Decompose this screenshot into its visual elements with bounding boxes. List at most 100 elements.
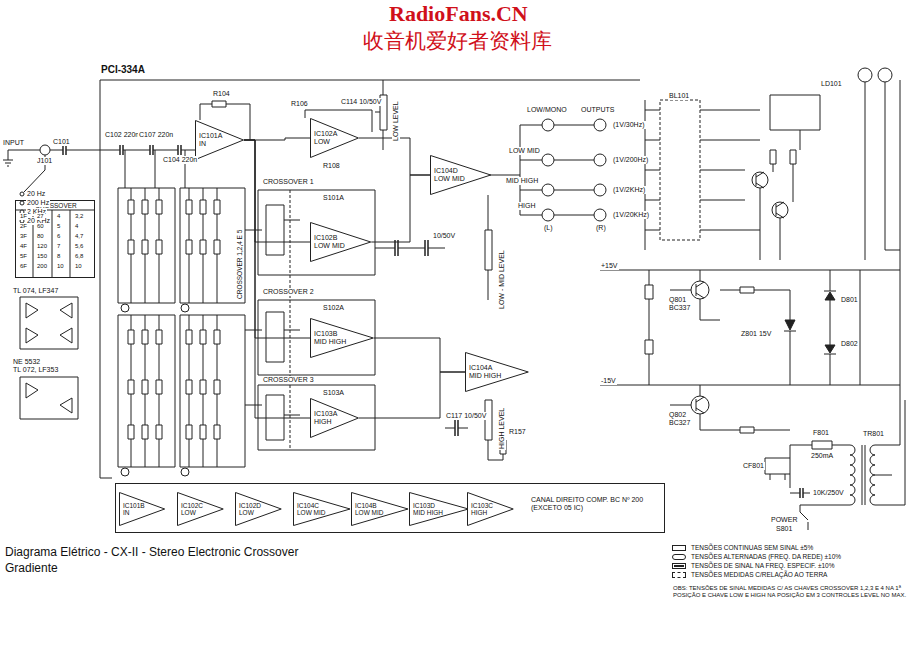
op-amp-triangle <box>431 156 491 195</box>
node-text-group: IC103DMID HIGH <box>413 502 443 517</box>
section-name: LOW MID <box>297 509 326 516</box>
section-name: LOW MID <box>355 509 384 516</box>
section-name: MID HIGH <box>469 372 501 380</box>
component-label: 20 Hz <box>26 190 46 198</box>
section-name: (EXCETO 05 IC) <box>531 504 583 512</box>
legend-text: TENSÕES MEDIDAS C/RELAÇÃO AO TERRA <box>691 571 827 578</box>
op-amp-triangle <box>236 493 282 526</box>
legend-row: TENSÕES CONTINUAS SEM SINAL ±5% <box>672 543 841 552</box>
transformer-symbol <box>850 445 875 505</box>
component-label: (R) <box>595 224 607 232</box>
signal-name: OUTPUTS <box>580 106 615 114</box>
node-text-group: IC103AHIGH <box>314 410 337 426</box>
component-label: BC337 <box>668 304 691 312</box>
signal-wire <box>359 138 430 175</box>
watermark: 收音机爱好者资料库 <box>362 29 553 52</box>
op-amp: IC104AMID HIGH <box>465 352 529 392</box>
component-label: R157 <box>508 428 527 436</box>
table-cell: 6F <box>19 263 28 270</box>
op-amp-triangle <box>352 493 409 526</box>
chip-name: NE 5532 <box>12 358 41 366</box>
op-amp: IC102CLOW <box>177 492 224 526</box>
legend: TENSÕES CONTINUAS SEM SINAL ±5%TENSÕES A… <box>672 543 841 579</box>
table-cell: 8 <box>56 253 61 260</box>
part-name: IC104D <box>434 167 458 175</box>
part-name: IC102A <box>314 130 337 138</box>
channel-box: IC101BIN IC102CLOW IC102DLOW IC104CLOW MID I… <box>115 483 665 533</box>
part-name: IC101A <box>199 132 222 140</box>
diode-symbol <box>784 291 836 354</box>
signal-level: (1V/20KHz) <box>612 211 650 219</box>
table-cell: 4 <box>56 213 61 220</box>
table-cell: 4 <box>74 223 79 230</box>
op-amp: IC104DLOW MID <box>430 155 491 195</box>
component-label: TR801 <box>862 430 885 438</box>
table-cell: 3,2 <box>74 213 84 220</box>
component-label: F801 <box>812 429 830 437</box>
op-amp-triangle <box>311 119 359 158</box>
table-cell: 4F <box>19 243 28 250</box>
table-cell: 7 <box>56 243 61 250</box>
section-name: LOW <box>314 138 330 146</box>
op-amp-triangle <box>178 493 224 526</box>
component-label: 250mA <box>810 452 834 460</box>
note: OBS: TENSÕES DE SINAL MEDIDAS C/ AS CHAV… <box>672 585 914 598</box>
signal-level: (1V/30Hz) <box>612 121 646 129</box>
node-text-group: IC101BIN <box>123 502 145 517</box>
signal-name: HIGH <box>517 202 537 210</box>
table-cell: 3F <box>19 233 28 240</box>
part-name: IC103C <box>471 502 493 509</box>
control-name: LOW LEVEL <box>392 100 400 142</box>
op-amp: IC102DLOW <box>235 492 282 526</box>
legend-text: TENSÕES DE SINAL NA FREQ. ESPECIF. ±10% <box>691 562 834 569</box>
op-amp-triangle <box>468 493 514 526</box>
chip-name: TL 074, LF347 <box>12 287 59 295</box>
op-amp: IC103AHIGH <box>310 398 359 438</box>
component-label: CF801 <box>742 462 765 470</box>
table-cell: 10 <box>56 263 65 270</box>
component-label: C117 10/50V <box>445 412 487 420</box>
component-label: R106 <box>290 100 309 108</box>
table-cell: 6,8 <box>74 253 84 260</box>
op-amp-triangle <box>311 399 359 438</box>
chip-name: TL 072, LF353 <box>12 366 59 374</box>
table-cell: 27 <box>36 213 45 220</box>
component-label: S102A <box>322 304 345 312</box>
op-amp: IC104CLOW MID <box>293 492 351 526</box>
section-name: LOW MID <box>314 242 345 250</box>
section-name: LOW <box>239 509 254 516</box>
part-name: IC103A <box>314 410 337 418</box>
component-label: C114 10/50V <box>340 98 382 106</box>
component-label: J101 <box>36 157 53 165</box>
table-cell: 5,6 <box>74 243 84 250</box>
diagram-caption: Gradiente <box>5 561 58 575</box>
section-name: CROSSOVER 1 <box>262 178 315 186</box>
section-name: LOW <box>181 509 196 516</box>
component-label: D802 <box>840 340 859 348</box>
op-amp-triangle <box>410 493 469 526</box>
signal-name: INPUT <box>2 139 25 147</box>
op-amp: IC101BIN <box>119 492 165 526</box>
node-text-group: IC102ALOW <box>314 130 337 146</box>
wire <box>3 80 905 530</box>
transistor-symbol <box>696 172 784 413</box>
node-text-group: IC102BLOW MID <box>314 234 345 250</box>
op-amp-triangle <box>466 353 529 392</box>
part-name: IC102B <box>314 234 337 242</box>
signal-wire <box>371 175 430 242</box>
component-label: C102 220n <box>104 131 140 139</box>
table-cell: 120 <box>36 243 48 250</box>
switch-linkage <box>290 190 291 450</box>
legend-sample <box>672 572 686 578</box>
table-cell: 60 <box>36 223 45 230</box>
signal-wire <box>374 338 465 372</box>
section-name: HIGH <box>314 418 332 426</box>
jack-and-transistor-circle <box>20 68 892 476</box>
legend-row: TENSÕES MEDIDAS C/RELAÇÃO AO TERRA <box>672 570 841 579</box>
node-text-group: IC102DLOW <box>239 502 261 517</box>
table-cell: 80 <box>36 233 45 240</box>
resistor-symbol <box>128 95 832 454</box>
board-number: PCI-334A <box>100 64 146 75</box>
node-text-group: IC104AMID HIGH <box>469 364 501 380</box>
table-cell: 1F <box>19 213 28 220</box>
